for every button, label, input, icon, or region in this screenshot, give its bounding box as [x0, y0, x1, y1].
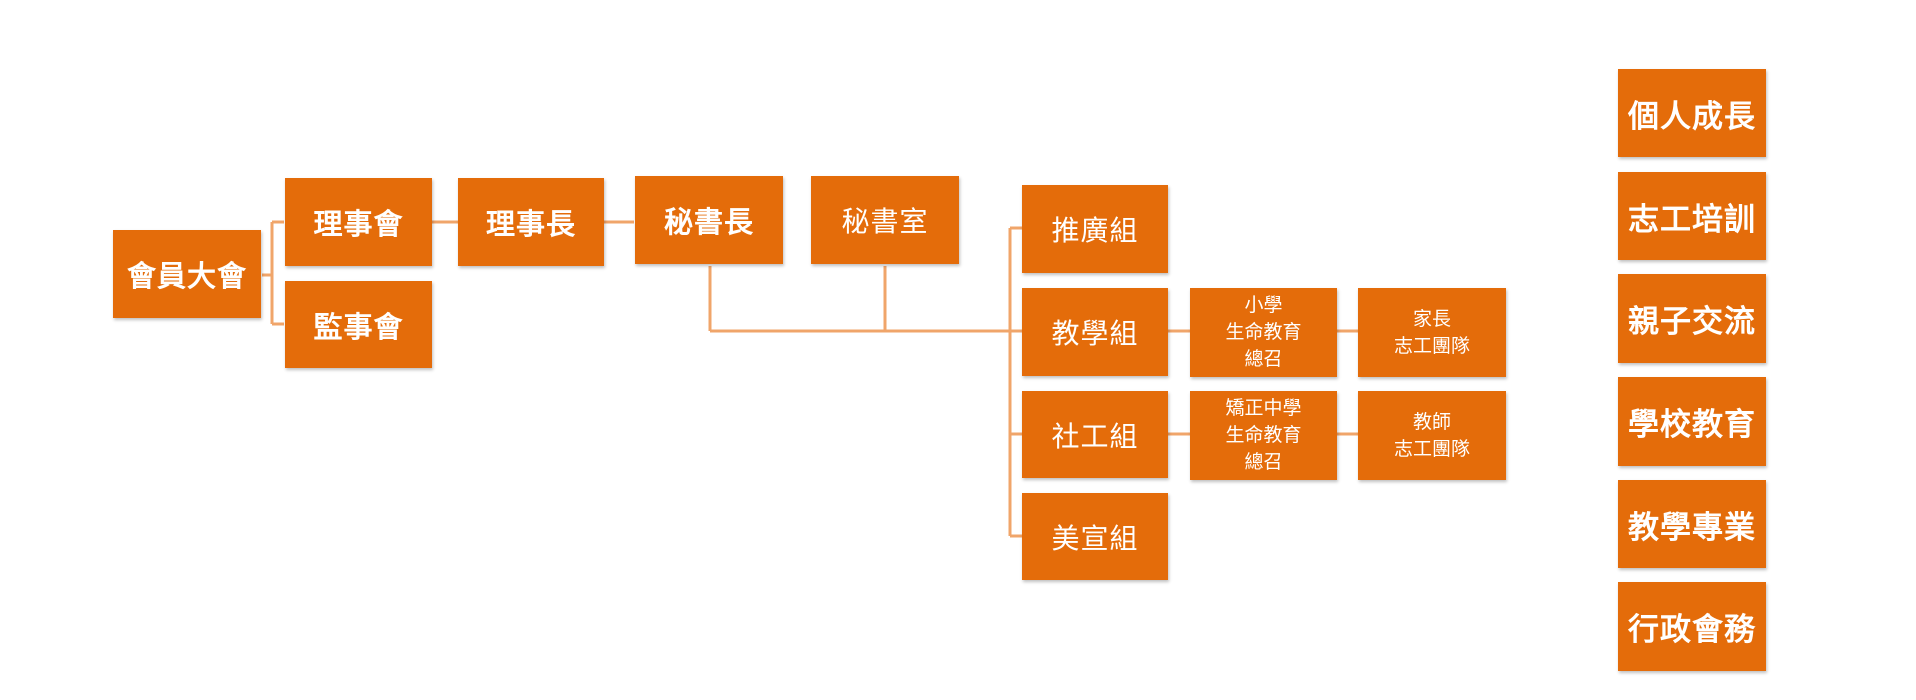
node-teacher-volunteer-team: 教師 志工團隊: [1358, 391, 1506, 480]
focus-area-parent-child-exchange: 親子交流: [1618, 274, 1766, 363]
node-parent-volunteer-team: 家長 志工團隊: [1358, 288, 1506, 377]
node-chairman: 理事長: [458, 178, 604, 266]
node-general-assembly: 會員大會: [113, 230, 261, 318]
focus-area-administration: 行政會務: [1618, 582, 1766, 671]
focus-area-school-education: 學校教育: [1618, 377, 1766, 466]
node-correctional-school-life-education-lead: 矯正中學 生命教育 總召: [1190, 391, 1337, 480]
node-board-of-directors: 理事會: [285, 178, 432, 266]
focus-area-personal-growth: 個人成長: [1618, 69, 1766, 157]
node-promotion-group: 推廣組: [1022, 185, 1168, 273]
node-design-group: 美宣組: [1022, 493, 1168, 580]
node-primary-life-education-lead: 小學 生命教育 總召: [1190, 288, 1337, 377]
focus-area-volunteer-training: 志工培訓: [1618, 172, 1766, 260]
node-secretary-general: 秘書長: [635, 176, 783, 264]
node-board-of-supervisors: 監事會: [285, 281, 432, 368]
node-social-work-group: 社工組: [1022, 391, 1168, 478]
focus-area-teaching-expertise: 教學專業: [1618, 480, 1766, 568]
node-secretariat: 秘書室: [811, 176, 959, 264]
node-teaching-group: 教學組: [1022, 288, 1168, 376]
